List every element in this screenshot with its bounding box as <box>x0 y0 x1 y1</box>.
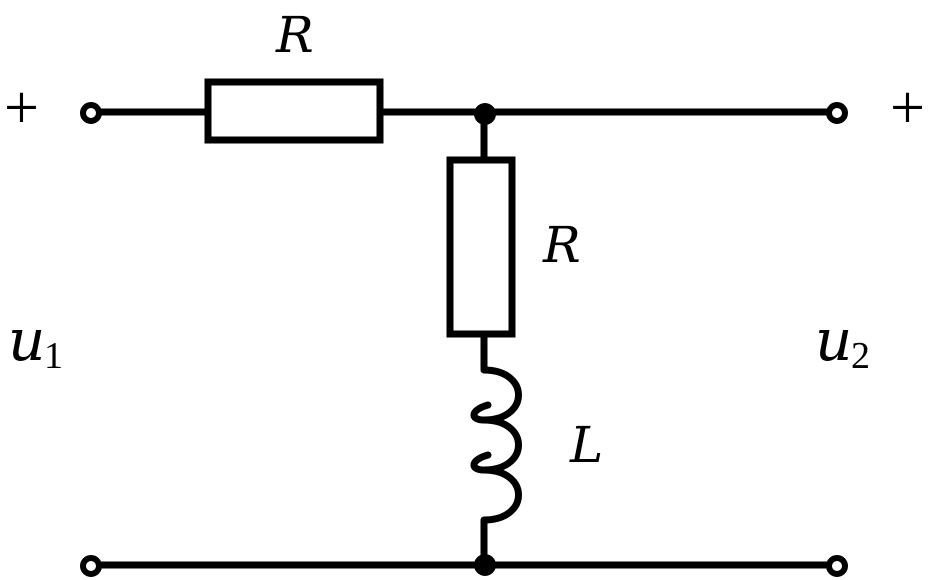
input-terminal-bottom <box>80 555 102 577</box>
shunt-resistor <box>446 156 516 338</box>
input-terminal-top <box>80 102 102 124</box>
series-resistor <box>204 78 384 144</box>
input-voltage-subscript: 1 <box>44 335 63 377</box>
output-terminal-top <box>826 102 848 124</box>
shunt-inductor <box>480 366 522 524</box>
output-voltage-subscript: 2 <box>851 335 870 377</box>
output-plus-sign: + <box>890 74 925 142</box>
input-plus-sign: + <box>4 74 39 142</box>
shunt-inductor-label: L <box>569 416 603 474</box>
output-terminal-bottom <box>826 555 848 577</box>
output-voltage-label: u <box>815 306 852 374</box>
series-resistor-label: R <box>275 6 314 64</box>
bottom-junction-node <box>474 554 496 576</box>
inductor-inner-loops <box>470 401 492 474</box>
shunt-resistor-label: R <box>542 216 581 274</box>
top-junction-node <box>474 103 496 125</box>
input-voltage-label: u <box>8 306 45 374</box>
